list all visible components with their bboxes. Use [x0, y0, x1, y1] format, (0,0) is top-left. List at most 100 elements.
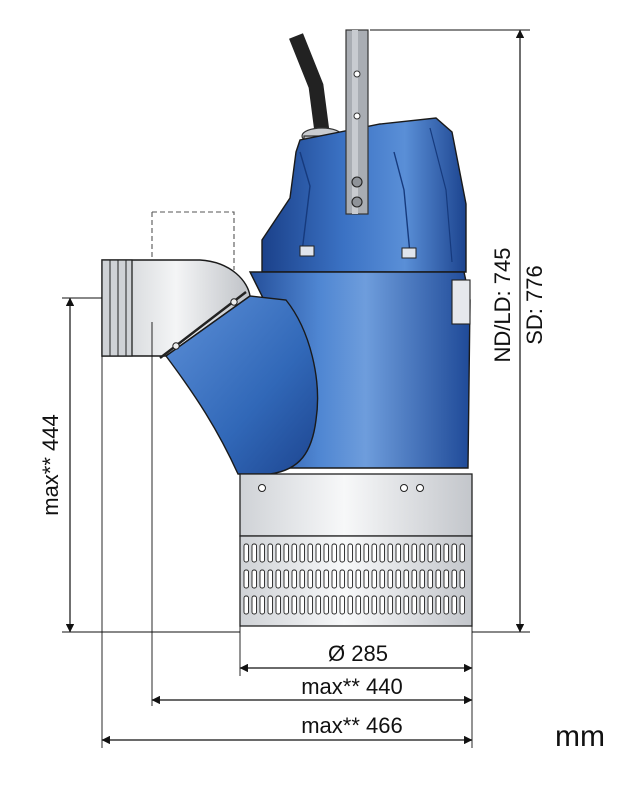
- housing-rib: [429, 127, 453, 263]
- strainer-slot: [283, 569, 289, 589]
- strainer-slot: [347, 569, 353, 589]
- strainer-slot: [259, 595, 265, 615]
- strainer-slot: [395, 543, 401, 563]
- strainer-slot: [363, 543, 369, 563]
- strainer-slot: [291, 569, 297, 589]
- strainer-slot: [307, 569, 313, 589]
- strainer-slot: [267, 543, 273, 563]
- strainer-band: [239, 473, 473, 537]
- strainer-slot: [371, 569, 377, 589]
- unit-label: mm: [555, 720, 605, 753]
- strainer-slot: [323, 595, 329, 615]
- strainer-slot: [435, 595, 441, 615]
- strainer-slot: [259, 569, 265, 589]
- outlet-height-label: max** 444: [38, 414, 63, 516]
- strainer-slot: [427, 569, 433, 589]
- band-screw: [400, 484, 408, 492]
- strainer-slot: [443, 569, 449, 589]
- strainer-slot: [339, 543, 345, 563]
- strainer-slot: [379, 543, 385, 563]
- strainer-slot: [355, 543, 361, 563]
- strainer-slot: [251, 543, 257, 563]
- strainer-slot: [411, 595, 417, 615]
- housing-rib: [299, 151, 311, 253]
- strainer-slot: [323, 569, 329, 589]
- strainer-slot: [419, 595, 425, 615]
- band-screw: [416, 484, 424, 492]
- strainer-slot: [243, 595, 249, 615]
- strainer-slot: [427, 595, 433, 615]
- strainer-slot: [355, 569, 361, 589]
- strainer-slot: [315, 595, 321, 615]
- strainer-slot: [251, 569, 257, 589]
- height-sd-label: SD: 776: [522, 265, 547, 345]
- strainer-slot: [443, 543, 449, 563]
- strainer-slot: [307, 543, 313, 563]
- strainer-slot: [395, 569, 401, 589]
- strainer-slot: [275, 543, 281, 563]
- strainer-slot: [435, 543, 441, 563]
- strainer-slot: [459, 569, 465, 589]
- strainer-slot: [299, 595, 305, 615]
- outlet-width-label: max** 440: [301, 674, 403, 699]
- strainer-slot: [291, 595, 297, 615]
- strainer-slot: [299, 569, 305, 589]
- strainer-slot: [403, 595, 409, 615]
- strainer-slot: [411, 543, 417, 563]
- strainer-slot: [371, 543, 377, 563]
- strainer-slot: [339, 595, 345, 615]
- strainer-slot: [387, 595, 393, 615]
- strainer-slot: [283, 543, 289, 563]
- power-cable: [289, 33, 330, 133]
- strainer-slot: [299, 543, 305, 563]
- strainer-slot: [315, 569, 321, 589]
- strainer-slot: [411, 569, 417, 589]
- strainer-slot: [339, 569, 345, 589]
- strainer-slot: [323, 543, 329, 563]
- strainer-slot: [443, 595, 449, 615]
- height-nd-ld-label: ND/LD: 745: [490, 248, 515, 363]
- strainer-slot: [259, 543, 265, 563]
- strainer-slot: [267, 569, 273, 589]
- strainer-slot: [331, 595, 337, 615]
- strainer-slot: [267, 595, 273, 615]
- dimension-lines: [62, 29, 530, 748]
- strainer-slot: [275, 569, 281, 589]
- strainer-slot: [451, 569, 457, 589]
- strainer-slot: [459, 543, 465, 563]
- volute-housing: [165, 295, 319, 475]
- strainer-slot: [435, 569, 441, 589]
- strainer-slot: [275, 595, 281, 615]
- strainer-slot: [363, 595, 369, 615]
- strainer-base: [239, 535, 473, 627]
- strainer-slot: [283, 595, 289, 615]
- housing-rib: [393, 151, 411, 255]
- pump-illustration: [101, 29, 473, 627]
- strainer-slot: [387, 543, 393, 563]
- strainer-slot: [243, 569, 249, 589]
- outlet-coupling: [101, 259, 133, 357]
- strainer-slot: [347, 595, 353, 615]
- strainer-slot: [379, 595, 385, 615]
- lifting-handle: [345, 29, 369, 215]
- diameter-label: Ø 285: [328, 641, 388, 666]
- strainer-slot: [371, 595, 377, 615]
- strainer-slot: [427, 543, 433, 563]
- flange-bolt: [230, 298, 238, 306]
- rib-slot: [299, 245, 315, 257]
- strainer-slot: [451, 543, 457, 563]
- strainer-slot: [243, 543, 249, 563]
- strainer-slot: [419, 569, 425, 589]
- strainer-slot: [355, 595, 361, 615]
- strainer-slot: [291, 543, 297, 563]
- strainer-slot: [347, 543, 353, 563]
- band-screw: [258, 484, 266, 492]
- strainer-slot: [363, 569, 369, 589]
- strainer-slot: [331, 543, 337, 563]
- strainer-slot: [403, 569, 409, 589]
- side-bracket: [451, 279, 471, 325]
- strainer-slot: [379, 569, 385, 589]
- strainer-slot: [315, 543, 321, 563]
- strainer-slot: [387, 569, 393, 589]
